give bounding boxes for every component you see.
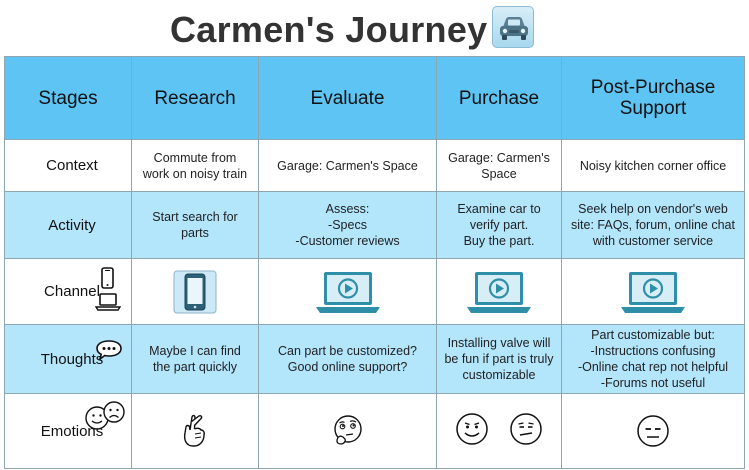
- laptop-video-icon: [621, 271, 685, 313]
- thoughts-row: Thoughts Maybe I can find the part quick…: [4, 324, 745, 394]
- header-purchase: Purchase: [436, 56, 562, 140]
- tablet-icon: [173, 270, 217, 313]
- smiling-face-icon: [456, 413, 488, 445]
- laptop-video-icon: [315, 271, 380, 313]
- emotions-label-cell: Emotions: [4, 393, 132, 469]
- header-evaluate: Evaluate: [258, 56, 437, 140]
- activity-label: Activity: [4, 191, 132, 259]
- thoughts-research-line: Maybe I can find the part quickly: [149, 344, 241, 374]
- neutral-face-icon: [637, 415, 669, 447]
- activity-post-purchase-line: Seek help on vendor's web site: FAQs, fo…: [571, 202, 735, 248]
- page-title: Carmen's Journey: [170, 9, 488, 50]
- emotions-post-purchase: [561, 393, 745, 469]
- thoughts-post-purchase-line: -Forums not useful: [600, 376, 706, 390]
- activity-row: Activity Start search for parts Assess: …: [4, 191, 745, 259]
- laptop-video-icon: [467, 271, 531, 313]
- emotions-purchase-faces: [455, 412, 543, 446]
- activity-evaluate-line: -Specs: [328, 218, 367, 232]
- emotions-purchase: [436, 393, 562, 469]
- journey-map-table: Stages Research Evaluate Purchase Post-P…: [4, 56, 745, 469]
- thoughts-post-purchase-line: -Online chat rep not helpful: [577, 360, 729, 374]
- channel-label: Channel: [44, 283, 100, 300]
- thoughts-side-icons: [95, 339, 123, 365]
- emotions-row: Emotions: [4, 393, 745, 469]
- speech-bubble-icon: [96, 340, 122, 361]
- activity-evaluate-line: -Customer reviews: [295, 234, 400, 248]
- crossed-fingers-icon: [183, 414, 205, 447]
- channel-research: [131, 258, 259, 325]
- car-icon: [492, 6, 534, 48]
- thinking-face-icon: [333, 415, 362, 445]
- thoughts-purchase-line: Installing valve will be fun if part is …: [444, 336, 554, 382]
- thoughts-post-purchase-line: Part customizable but:: [591, 328, 715, 342]
- context-research: Commute from work on noisy train: [131, 139, 259, 192]
- thoughts-evaluate: Can part be customized? Good online supp…: [258, 324, 437, 394]
- channel-evaluate: [258, 258, 437, 325]
- thoughts-post-purchase: Part customizable but: -Instructions con…: [561, 324, 745, 394]
- channel-label-cell: Channel: [4, 258, 132, 325]
- thoughts-label: Thoughts: [40, 350, 104, 368]
- thoughts-evaluate-line: Good online support?: [287, 360, 408, 374]
- activity-purchase-line: Buy the part.: [463, 234, 535, 248]
- activity-purchase-line: Examine car to verify part.: [457, 202, 541, 232]
- emotions-label: Emotions: [40, 422, 104, 440]
- phone-laptop-icon: [94, 266, 122, 311]
- thoughts-evaluate-line: Can part be customized?: [278, 344, 417, 358]
- thoughts-post-purchase-line: -Instructions confusing: [590, 344, 716, 358]
- header-post-purchase-support: Post-Purchase Support: [561, 56, 745, 140]
- activity-post-purchase: Seek help on vendor's web site: FAQs, fo…: [561, 191, 745, 259]
- channel-row: Channel: [4, 258, 745, 325]
- context-label: Context: [4, 139, 132, 192]
- thoughts-research: Maybe I can find the part quickly: [131, 324, 259, 394]
- header-row: Stages Research Evaluate Purchase Post-P…: [4, 56, 745, 140]
- emotions-side-icons: [83, 400, 127, 436]
- channel-purchase: [436, 258, 562, 325]
- activity-research: Start search for parts: [131, 191, 259, 259]
- happy-sad-faces-icon: [85, 401, 125, 430]
- emotions-research: [131, 393, 259, 469]
- activity-research-line: Start search for parts: [152, 210, 238, 240]
- channel-side-icons: [94, 266, 122, 317]
- thoughts-purchase: Installing valve will be fun if part is …: [436, 324, 562, 394]
- emotions-evaluate: [258, 393, 437, 469]
- context-purchase: Garage: Carmen's Space: [436, 139, 562, 192]
- skeptical-face-icon: [510, 413, 542, 445]
- title-row: Carmen's Journey: [0, 0, 749, 54]
- activity-purchase: Examine car to verify part. Buy the part…: [436, 191, 562, 259]
- thoughts-label-cell: Thoughts: [4, 324, 132, 394]
- header-research: Research: [131, 56, 259, 140]
- context-evaluate: Garage: Carmen's Space: [258, 139, 437, 192]
- activity-evaluate: Assess: -Specs -Customer reviews: [258, 191, 437, 259]
- activity-evaluate-line: Assess:: [325, 202, 370, 216]
- header-stages: Stages: [4, 56, 132, 140]
- context-post-purchase: Noisy kitchen corner office: [561, 139, 745, 192]
- channel-post-purchase: [561, 258, 745, 325]
- context-row: Context Commute from work on noisy train…: [4, 139, 745, 192]
